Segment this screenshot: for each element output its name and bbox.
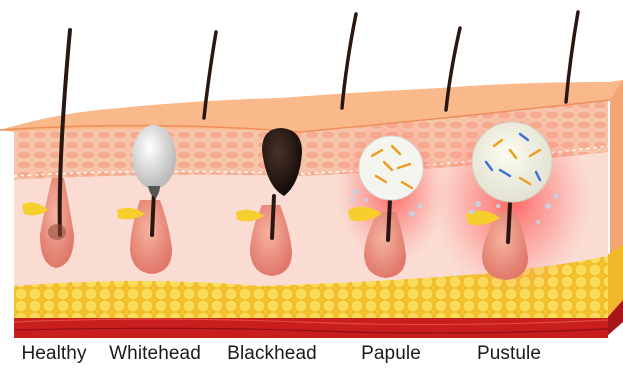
label-papule: Papule	[361, 343, 421, 365]
acne-stages-diagram	[0, 0, 623, 340]
label-pustule: Pustule	[477, 343, 541, 365]
skin-block-side	[607, 80, 623, 336]
label-healthy: Healthy	[21, 343, 86, 365]
label-whitehead: Whitehead	[109, 343, 201, 365]
whitehead-plug	[132, 125, 176, 189]
label-blackhead: Blackhead	[227, 343, 317, 365]
pustule-sac	[472, 122, 552, 202]
